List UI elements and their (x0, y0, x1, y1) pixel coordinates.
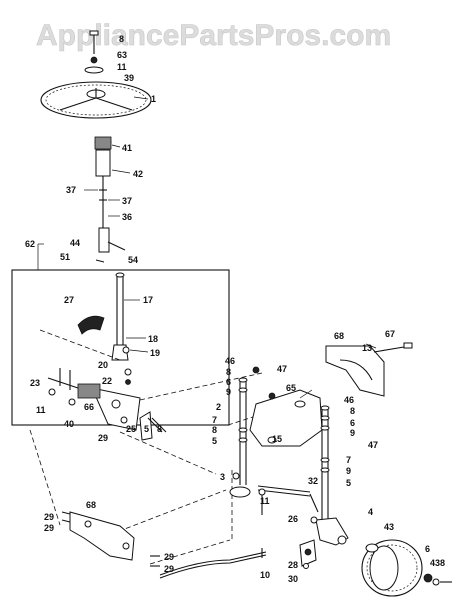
label-7: 7 (346, 455, 351, 465)
label-8: 8 (350, 406, 355, 416)
label-40: 40 (64, 419, 74, 429)
label-44: 44 (70, 238, 80, 248)
front-axle (249, 389, 323, 447)
label-11: 11 (36, 405, 46, 415)
label-22: 22 (102, 376, 112, 386)
watermark-text: AppliancePartsPros.com (36, 19, 391, 52)
label-29: 29 (44, 512, 54, 522)
label-47: 47 (368, 440, 378, 450)
label-6: 6 (425, 544, 430, 554)
label-47: 47 (277, 364, 287, 374)
label-26: 26 (288, 514, 298, 524)
label-438: 438 (430, 558, 445, 568)
front-wheel (361, 539, 452, 597)
pinion-parts (39, 329, 132, 385)
label-17: 17 (143, 295, 153, 305)
label-46: 46 (225, 356, 235, 366)
left-pivot-parts (232, 472, 266, 515)
label-37: 37 (122, 196, 132, 206)
label-5: 5 (346, 478, 351, 488)
label-10: 10 (260, 570, 270, 580)
label-13: 13 (362, 343, 372, 353)
label-39: 39 (124, 73, 134, 83)
label-11: 11 (260, 496, 270, 506)
label-9: 9 (346, 466, 351, 476)
label-1: 1 (151, 94, 156, 104)
steering-bracket (47, 368, 167, 441)
label-6: 6 (350, 418, 355, 428)
label-3: 3 (220, 472, 225, 482)
label-63: 63 (117, 50, 127, 60)
wheel-hardware (84, 30, 104, 74)
label-68: 68 (86, 500, 96, 510)
drag-link (159, 548, 267, 579)
label-30: 30 (288, 574, 298, 584)
label-29: 29 (98, 433, 108, 443)
right-spindle (315, 405, 349, 546)
steering-gear-sector (77, 315, 105, 335)
label-62: 62 (25, 239, 35, 249)
label-25: 25 (126, 424, 136, 434)
label-8: 8 (212, 425, 217, 435)
label-19: 19 (150, 348, 160, 358)
steering-wheel (40, 81, 152, 119)
label-4: 4 (368, 507, 373, 517)
label-23: 23 (30, 378, 40, 388)
tie-rod (257, 485, 319, 524)
label-2: 2 (216, 402, 221, 412)
label-29: 29 (164, 552, 174, 562)
label-37: 37 (66, 185, 76, 195)
label-51: 51 (60, 252, 70, 262)
label-67: 67 (385, 329, 395, 339)
label-5: 5 (212, 436, 217, 446)
label-8: 8 (226, 367, 231, 377)
label-9: 9 (350, 428, 355, 438)
bottom-pivot-parts (299, 539, 317, 569)
label-29: 29 (44, 523, 54, 533)
steering-adapter (94, 136, 126, 263)
label-54: 54 (128, 255, 138, 265)
callout-labels: 8 63 11 39 1 41 42 37 37 36 62 44 51 54 … (25, 34, 445, 584)
label-66: 66 (84, 402, 94, 412)
label-11: 11 (117, 62, 127, 72)
label-6: 6 (226, 377, 231, 387)
label-20: 20 (98, 360, 108, 370)
label-43: 43 (384, 522, 394, 532)
label-28: 28 (288, 560, 298, 570)
axle-support-bracket (325, 342, 413, 397)
label-68: 68 (334, 331, 344, 341)
label-29: 29 (164, 564, 174, 574)
label-32: 32 (308, 476, 318, 486)
label-41: 41 (122, 143, 132, 153)
label-36: 36 (122, 212, 132, 222)
label-8: 8 (119, 34, 124, 44)
label-18: 18 (148, 334, 158, 344)
label-15: 15 (272, 434, 282, 444)
label-46: 46 (344, 395, 354, 405)
left-spindle (229, 366, 260, 498)
label-65: 65 (286, 383, 296, 393)
label-8: 8 (157, 424, 162, 434)
lower-bracket (61, 511, 160, 567)
label-9: 9 (226, 387, 231, 397)
callout-leaders (84, 96, 377, 399)
label-7: 7 (212, 415, 217, 425)
label-42: 42 (133, 169, 143, 179)
label-5: 5 (144, 424, 149, 434)
label-27: 27 (64, 295, 74, 305)
